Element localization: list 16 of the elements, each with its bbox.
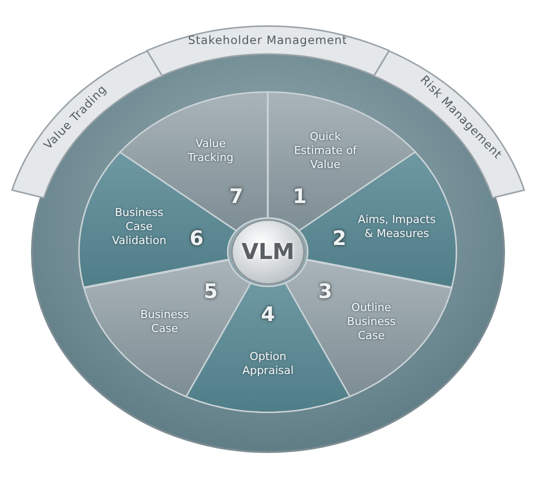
- step-number: 4: [260, 302, 275, 326]
- segment-label: Aims, Impacts & Measures: [358, 213, 436, 242]
- step-number: 1: [292, 184, 307, 208]
- step-number: 6: [190, 226, 204, 250]
- segment-label: Business Case: [139, 308, 190, 336]
- segment-label: Quick Estimate of Value: [292, 130, 358, 172]
- segment-label: Business Case Validation: [110, 206, 168, 248]
- step-number: 7: [229, 184, 244, 208]
- hub-label: VLM: [242, 240, 294, 264]
- segment-label: Value Tracking: [186, 137, 235, 166]
- step-number: 5: [204, 278, 218, 303]
- segment-label: Outline Business Case: [346, 300, 397, 343]
- band-label: Stakeholder Management: [188, 33, 348, 47]
- step-number: 3: [318, 278, 332, 303]
- segment-label: Option Appraisal: [241, 350, 295, 378]
- step-number: 2: [332, 226, 346, 250]
